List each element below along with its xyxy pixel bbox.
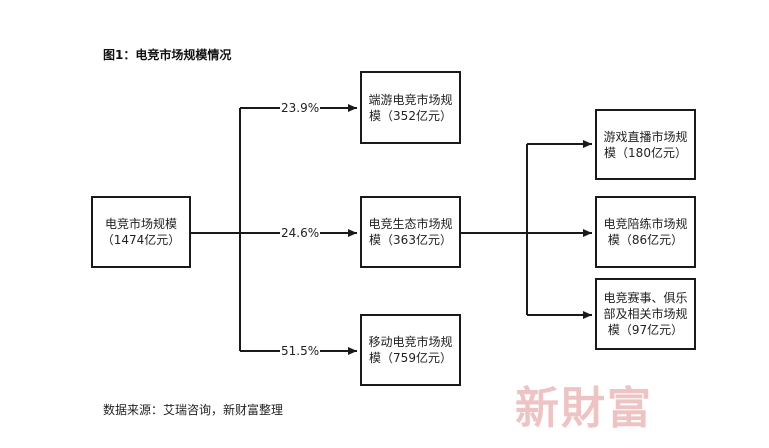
game-live-box: 游戏直播市场规模（180亿元） [595,109,696,180]
events-clubs-box: 电竞赛事、俱乐部及相关市场规模（97亿元） [595,278,696,350]
figure-title: 图1：电竞市场规模情况 [103,48,232,62]
pct-label-ecosystem: 24.6% [280,226,321,240]
pct-label-pc: 23.9% [280,101,321,115]
pc-esports-box: 端游电竞市场规模（352亿元） [360,71,461,144]
pct-label-mobile: 51.5% [280,344,321,358]
ecosystem-box: 电竞生态市场规模（363亿元） [360,196,461,268]
root-market-box: 电竞市场规模（1474亿元） [91,196,191,268]
escort-box: 电竞陪练市场规模（86亿元） [595,196,696,268]
mobile-esports-box: 移动电竞市场规模（759亿元） [360,314,461,386]
source-note: 数据来源：艾瑞咨询，新财富整理 [103,403,284,417]
watermark-logo: 新財富 [515,383,653,434]
